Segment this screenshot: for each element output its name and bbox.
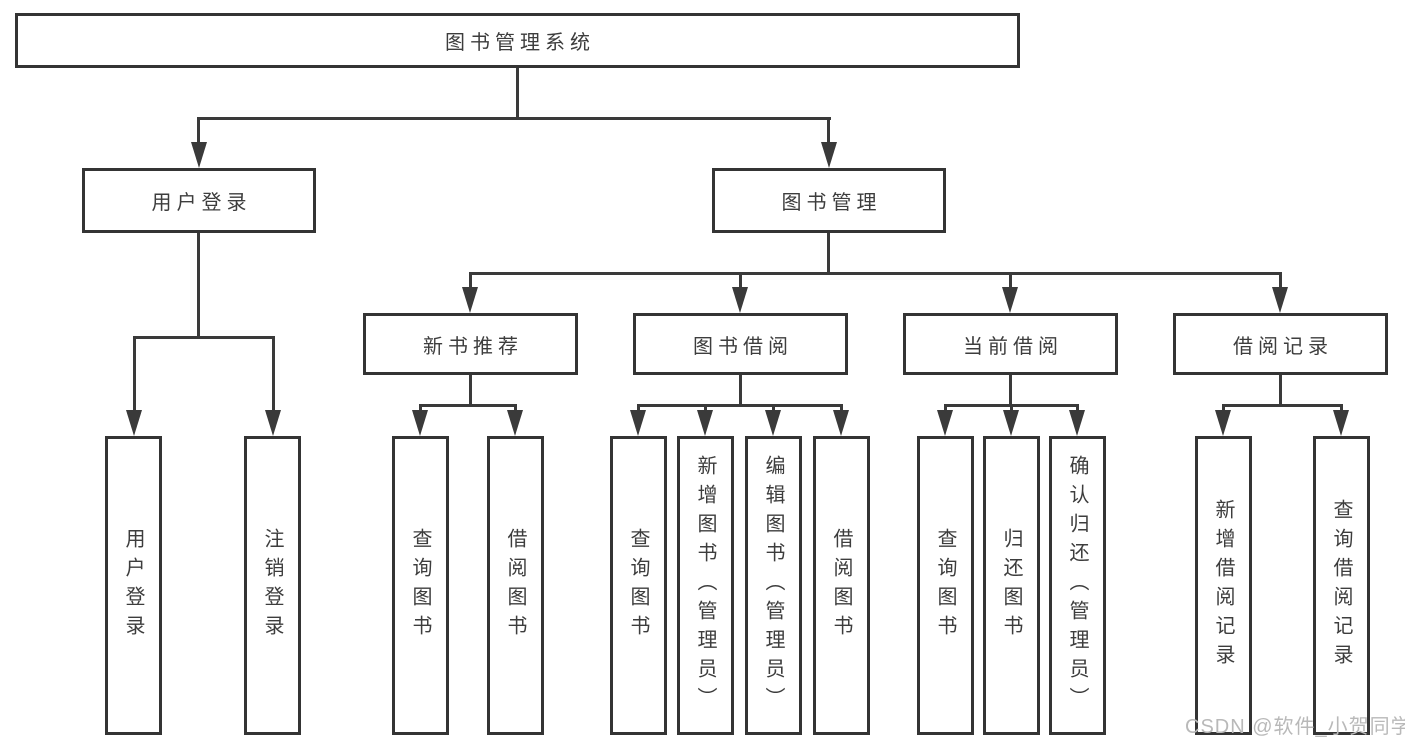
leaf-label: 归还图书 <box>1000 527 1022 644</box>
node-library-management-system: 图书管理系统 <box>15 13 1020 68</box>
connector-line <box>197 117 200 149</box>
connector-line <box>197 231 200 338</box>
connector-line <box>1222 404 1343 407</box>
arrow-down-icon <box>732 287 748 313</box>
connector-line <box>197 117 831 120</box>
node-book-management-branch: 图书管理 <box>712 168 946 233</box>
connector-line <box>516 66 519 120</box>
arrow-down-icon <box>265 410 281 436</box>
arrow-down-icon <box>630 410 646 436</box>
leaf-borrow-books-recommend: 借阅图书 <box>487 436 544 735</box>
leaf-query-borrow-record: 查询借阅记录 <box>1313 436 1370 735</box>
leaf-edit-book-admin: 编辑图书（管理员） <box>745 436 802 735</box>
leaf-label: 查询图书 <box>627 527 649 644</box>
leaf-label: 查询图书 <box>409 527 431 644</box>
arrow-down-icon <box>1272 287 1288 313</box>
node-borrow-records: 借阅记录 <box>1173 313 1388 375</box>
leaf-label: 借阅图书 <box>830 527 852 644</box>
leaf-label: 用户登录 <box>122 527 144 644</box>
leaf-label: 查询借阅记录 <box>1330 498 1352 673</box>
connector-line <box>827 117 830 149</box>
leaf-label: 查询图书 <box>934 527 956 644</box>
leaf-borrow-books: 借阅图书 <box>813 436 870 735</box>
leaf-query-books-current: 查询图书 <box>917 436 974 735</box>
connector-line <box>1009 272 1012 294</box>
connector-line <box>469 272 1282 275</box>
node-book-borrow: 图书借阅 <box>633 313 848 375</box>
node-label: 当前借阅 <box>963 335 1063 358</box>
leaf-logout-login: 注销登录 <box>244 436 301 735</box>
node-label: 图书借阅 <box>693 335 793 358</box>
connector-line <box>1279 272 1282 294</box>
node-label: 用户登录 <box>151 192 252 214</box>
leaf-query-books-borrow: 查询图书 <box>610 436 667 735</box>
arrow-down-icon <box>507 410 523 436</box>
arrow-down-icon <box>126 410 142 436</box>
node-current-borrow: 当前借阅 <box>903 313 1118 375</box>
connector-line <box>469 373 472 406</box>
arrow-down-icon <box>937 410 953 436</box>
node-label: 图书管理系统 <box>445 32 595 54</box>
node-user-login-branch: 用户登录 <box>82 168 316 233</box>
node-label: 新书推荐 <box>423 335 523 358</box>
connector-line <box>739 272 742 294</box>
arrow-down-icon <box>1215 410 1231 436</box>
node-label: 图书管理 <box>781 192 882 214</box>
leaf-label: 新增借阅记录 <box>1212 498 1234 673</box>
leaf-label: 新增图书（管理员） <box>694 455 716 716</box>
arrow-down-icon <box>821 142 837 168</box>
arrow-down-icon <box>412 410 428 436</box>
leaf-query-books-recommend: 查询图书 <box>392 436 449 735</box>
connector-line <box>133 336 275 339</box>
leaf-label: 注销登录 <box>261 527 283 644</box>
node-label: 借阅记录 <box>1233 335 1333 358</box>
arrow-down-icon <box>1003 410 1019 436</box>
arrow-down-icon <box>765 410 781 436</box>
connector-line <box>469 272 472 294</box>
arrow-down-icon <box>697 410 713 436</box>
arrow-down-icon <box>1002 287 1018 313</box>
leaf-add-borrow-record: 新增借阅记录 <box>1195 436 1252 735</box>
connector-line <box>637 404 843 407</box>
connector-line <box>419 404 517 407</box>
connector-line <box>1279 373 1282 406</box>
leaf-add-book-admin: 新增图书（管理员） <box>677 436 734 735</box>
arrow-down-icon <box>462 287 478 313</box>
leaf-label: 借阅图书 <box>504 527 526 644</box>
arrow-down-icon <box>1069 410 1085 436</box>
csdn-watermark: CSDN @软件_小贺同学 <box>1185 716 1405 738</box>
arrow-down-icon <box>191 142 207 168</box>
arrow-down-icon <box>1333 410 1349 436</box>
node-new-book-recommend: 新书推荐 <box>363 313 578 375</box>
connector-line <box>133 336 136 412</box>
connector-line <box>739 373 742 406</box>
connector-line <box>827 231 830 275</box>
leaf-label: 编辑图书（管理员） <box>762 455 784 716</box>
arrow-down-icon <box>833 410 849 436</box>
leaf-confirm-return-admin: 确认归还（管理员） <box>1049 436 1106 735</box>
connector-line <box>272 336 275 412</box>
leaf-user-login: 用户登录 <box>105 436 162 735</box>
leaf-return-books: 归还图书 <box>983 436 1040 735</box>
leaf-label: 确认归还（管理员） <box>1066 455 1088 716</box>
connector-line <box>1009 373 1012 406</box>
